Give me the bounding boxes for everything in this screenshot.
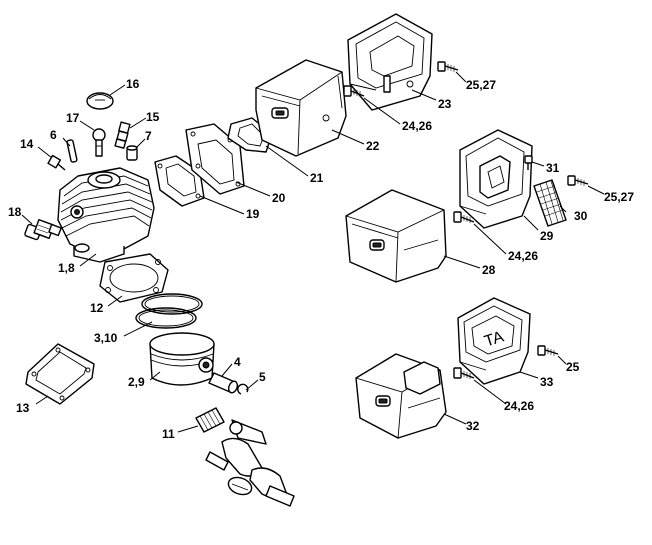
- part-7-sleeve: [126, 145, 138, 161]
- label-19: 19: [246, 207, 260, 221]
- part-28-muffler: [345, 189, 447, 283]
- part-3-10-piston-rings: [135, 293, 203, 329]
- label-4: 4: [234, 355, 241, 369]
- screw-25-27-b: [567, 175, 589, 186]
- part-15-spring: [114, 121, 131, 149]
- part-1-8-cylinder: [57, 167, 155, 263]
- label-14: 14: [20, 137, 34, 151]
- screw-25-27-a: [437, 61, 459, 72]
- label-1-8: 1,8: [58, 261, 75, 275]
- label-31: 31: [546, 161, 560, 175]
- part-17-valve: [92, 128, 106, 157]
- label-17: 17: [66, 111, 80, 125]
- screw-24-26-a: [343, 85, 365, 97]
- label-5: 5: [259, 370, 266, 384]
- part-22-muffler: [255, 59, 347, 157]
- label-2-9: 2,9: [128, 375, 145, 389]
- label-25-27-b: 25,27: [604, 190, 634, 204]
- screw-25: [537, 345, 559, 356]
- label-15: 15: [146, 110, 160, 124]
- part-2-9-piston: [149, 332, 215, 386]
- label-22: 22: [366, 139, 380, 153]
- label-25: 25: [566, 360, 580, 374]
- label-6: 6: [50, 128, 57, 142]
- part-13-gasket: [25, 343, 95, 405]
- leader-lines: [21, 71, 605, 433]
- label-11: 11: [162, 427, 175, 441]
- screw-24-26-c: [453, 367, 475, 379]
- part-33-cover: TA: [457, 297, 531, 385]
- label-7: 7: [145, 129, 152, 143]
- label-12: 12: [90, 301, 104, 315]
- part-18-spark-plug: [24, 218, 62, 241]
- label-33: 33: [540, 375, 554, 389]
- label-3-10: 3,10: [94, 331, 118, 345]
- label-21: 21: [310, 171, 324, 185]
- label-24-26-b: 24,26: [508, 249, 538, 263]
- label-29: 29: [540, 229, 554, 243]
- label-28: 28: [482, 263, 496, 277]
- part-12-gasket: [99, 253, 169, 303]
- label-25-27-a: 25,27: [466, 78, 496, 92]
- label-16: 16: [126, 77, 140, 91]
- part-31-screw: [524, 155, 533, 170]
- label-18: 18: [8, 205, 22, 219]
- label-24-26-a: 24,26: [402, 119, 432, 133]
- label-32: 32: [466, 419, 480, 433]
- part-14-screw: [47, 154, 66, 171]
- label-30: 30: [574, 209, 588, 223]
- crankshaft: [205, 419, 295, 507]
- part-11-needle-cage: [195, 407, 225, 433]
- part-4-piston-pin: [208, 372, 239, 394]
- part-32-muffler: [355, 353, 447, 439]
- part-16-cap: [86, 92, 114, 110]
- label-13: 13: [16, 401, 30, 415]
- label-24-26-c: 24,26: [504, 399, 534, 413]
- callout-labels: 16 17 15 6 7 14 18 1,8 12 3,10 2,9 4 5 1…: [8, 77, 634, 441]
- label-23: 23: [438, 97, 452, 111]
- screw-24-26-b: [453, 211, 475, 223]
- part-20-gasket: [185, 123, 245, 195]
- ta-stamp: TA: [482, 328, 506, 350]
- part-23-cover: [347, 13, 433, 111]
- part-30-screen: [533, 179, 567, 227]
- part-29-cover: [459, 129, 533, 229]
- part-6-stud: [66, 139, 78, 163]
- label-20: 20: [272, 191, 286, 205]
